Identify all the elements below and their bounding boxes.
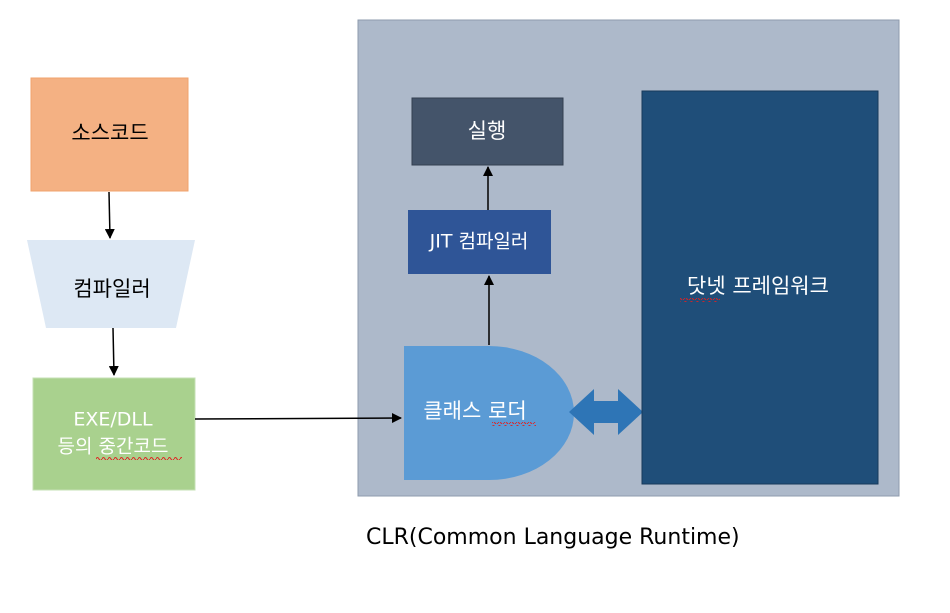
intermediate-code-line1: EXE/DLL	[73, 409, 153, 431]
execute-box	[411, 97, 564, 166]
class-loader-label: 클래스 로더	[423, 399, 526, 423]
dotnet-framework-label: 닷넷 프레임워크	[687, 274, 829, 298]
source-code-box	[30, 77, 189, 192]
arrow-compiler-to-intermediate	[108, 327, 119, 376]
intermediate-code-line2: 등의 중간코드	[58, 436, 169, 458]
compiler-shape	[27, 240, 195, 328]
execute-label: 실행	[468, 119, 507, 143]
dotnet-framework-box	[641, 90, 879, 485]
class-loader-shape	[404, 346, 574, 480]
spellcheck-underline-loader	[492, 422, 536, 426]
spellcheck-underline-framework	[680, 298, 720, 302]
jit-compiler-label: JIT 컴파일러	[429, 231, 529, 253]
clr-caption: CLR(Common Language Runtime)	[366, 525, 740, 550]
compiler-label: 컴파일러	[73, 277, 150, 301]
arrow-source-to-compiler	[104, 191, 115, 239]
jit-compiler-box	[408, 210, 551, 274]
arrow-intermediate-to-class-loader	[194, 413, 402, 424]
source-code-label: 소스코드	[71, 121, 148, 145]
spellcheck-underline	[96, 456, 182, 460]
double-arrow	[569, 389, 643, 435]
intermediate-code-box	[32, 377, 196, 491]
